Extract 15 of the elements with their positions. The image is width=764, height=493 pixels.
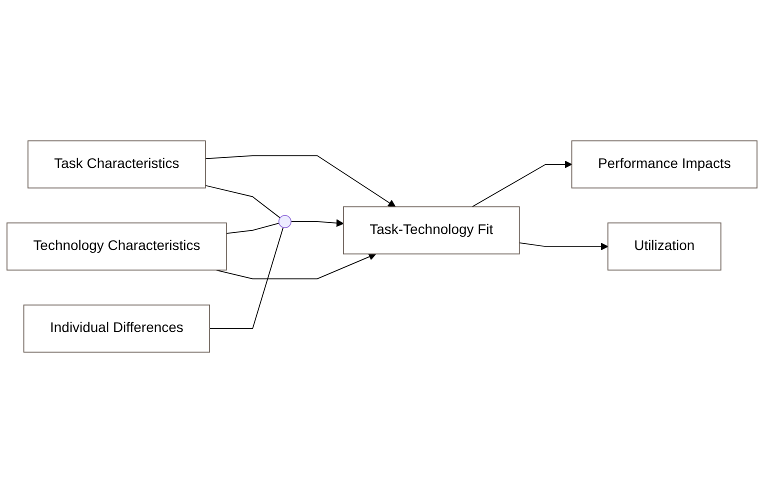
arrow [472, 160, 572, 208]
arrow [518, 242, 608, 250]
arrow [204, 155, 396, 208]
node-box: Individual Differences [23, 304, 210, 353]
node-box: Utilization [607, 222, 722, 271]
node-box: Task-Technology Fit [343, 206, 520, 254]
connector [226, 222, 280, 234]
node-box: Technology Characteristics [6, 222, 227, 271]
arrow [215, 253, 376, 280]
connector [204, 185, 281, 218]
node-circle [278, 215, 292, 228]
connector [209, 227, 284, 330]
node-box: Task Characteristics [28, 140, 206, 188]
node-box: Performance Impacts [571, 140, 758, 188]
arrow [290, 219, 344, 227]
